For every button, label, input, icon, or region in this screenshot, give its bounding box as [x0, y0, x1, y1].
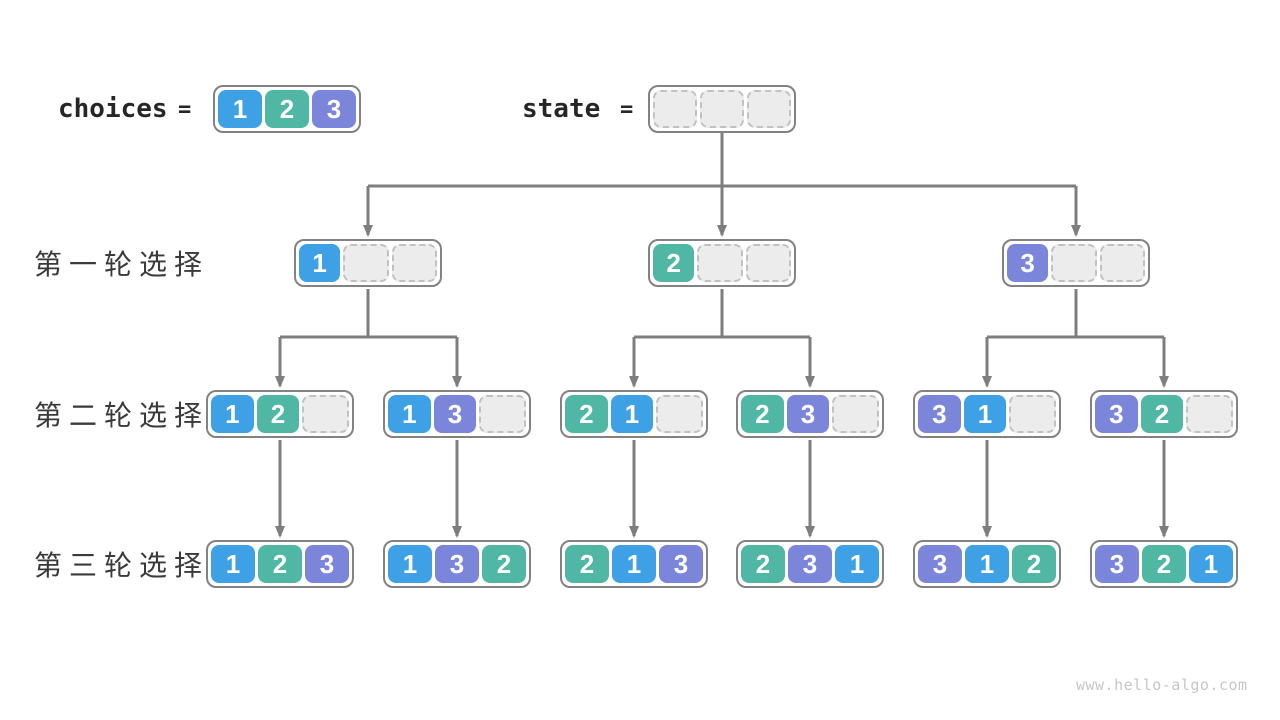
value-cell-1: 1 — [965, 545, 1009, 583]
value-cell-1: 1 — [211, 395, 254, 433]
empty-cell — [1009, 395, 1057, 433]
empty-cell — [1051, 244, 1097, 282]
choices-label: choices — [58, 94, 168, 124]
empty-cell — [745, 244, 791, 282]
empty-cell — [391, 244, 437, 282]
value-cell-2: 2 — [265, 90, 309, 128]
value-cell-1: 1 — [963, 395, 1007, 433]
value-cell-1: 1 — [211, 545, 255, 583]
empty-cell — [700, 90, 744, 128]
value-cell-2: 2 — [258, 545, 302, 583]
value-cell-1: 1 — [388, 545, 432, 583]
value-cell-2: 2 — [653, 244, 695, 282]
empty-cell — [479, 395, 527, 433]
value-cell-2: 2 — [565, 395, 608, 433]
choices-equals-sign: = — [178, 96, 192, 122]
round1-box-2: 2 — [648, 239, 796, 287]
value-cell-2: 2 — [482, 545, 526, 583]
value-cell-2: 2 — [741, 395, 784, 433]
empty-cell — [343, 244, 389, 282]
value-cell-2: 2 — [256, 395, 300, 433]
state-array-box — [648, 85, 796, 133]
empty-cell — [653, 90, 697, 128]
empty-cell — [656, 395, 704, 433]
value-cell-3: 3 — [659, 545, 703, 583]
value-cell-3: 3 — [788, 545, 832, 583]
value-cell-1: 1 — [299, 244, 341, 282]
empty-cell — [697, 244, 743, 282]
value-cell-3: 3 — [918, 395, 961, 433]
value-cell-2: 2 — [1142, 545, 1186, 583]
empty-cell — [1186, 395, 1234, 433]
value-cell-2: 2 — [1140, 395, 1184, 433]
value-cell-3: 3 — [433, 395, 477, 433]
value-cell-3: 3 — [312, 90, 356, 128]
value-cell-1: 1 — [388, 395, 431, 433]
site-watermark: www.hello-algo.com — [1076, 676, 1248, 694]
state-label: state — [522, 94, 601, 124]
empty-cell — [832, 395, 880, 433]
empty-cell — [302, 395, 350, 433]
row-label-round2: 第二轮选择 — [34, 400, 210, 431]
value-cell-1: 1 — [218, 90, 262, 128]
value-cell-2: 2 — [741, 545, 785, 583]
value-cell-3: 3 — [1095, 545, 1139, 583]
value-cell-1: 1 — [610, 395, 654, 433]
value-cell-1: 1 — [1189, 545, 1233, 583]
value-cell-3: 3 — [918, 545, 962, 583]
value-cell-3: 3 — [1095, 395, 1138, 433]
row-label-round1: 第一轮选择 — [34, 249, 210, 280]
value-cell-2: 2 — [565, 545, 609, 583]
state-equals-sign: = — [620, 96, 634, 122]
round1-box-1: 1 — [294, 239, 442, 287]
value-cell-3: 3 — [1007, 244, 1049, 282]
empty-cell — [747, 90, 791, 128]
value-cell-2: 2 — [1012, 545, 1056, 583]
round1-box-3: 3 — [1002, 239, 1150, 287]
value-cell-3: 3 — [435, 545, 479, 583]
value-cell-3: 3 — [305, 545, 349, 583]
value-cell-3: 3 — [786, 395, 830, 433]
value-cell-1: 1 — [612, 545, 656, 583]
value-cell-1: 1 — [835, 545, 879, 583]
empty-cell — [1099, 244, 1145, 282]
row-label-round3: 第三轮选择 — [34, 550, 210, 581]
